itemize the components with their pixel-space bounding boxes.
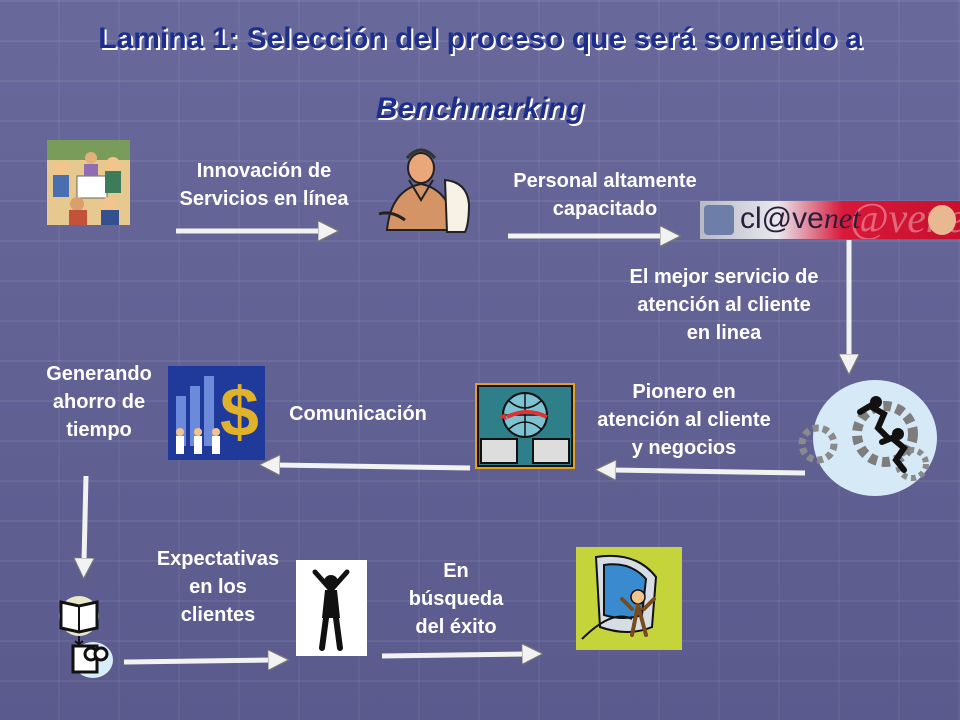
money-icon: $ <box>168 366 265 460</box>
label-pionero-line-2: atención al cliente <box>597 409 771 431</box>
svg-text:$: $ <box>220 373 259 451</box>
label-generando-line-2: ahorro de <box>52 391 146 413</box>
label-mejor-servicio-line-3: en linea <box>686 322 762 344</box>
label-pionero: Pionero en atención al cliente y negocio… <box>568 378 800 462</box>
slide-title-line-2: Benchmarking <box>375 92 585 125</box>
arrow-5 <box>276 465 471 468</box>
person-icon <box>296 560 367 656</box>
label-busqueda-line-2: búsqueda <box>408 588 504 610</box>
arrow-8 <box>381 654 526 656</box>
operator-icon <box>369 140 474 235</box>
success-icon <box>576 547 682 650</box>
label-busqueda-line-1: En <box>443 560 469 582</box>
label-mejor-servicio: El mejor servicio de atención al cliente… <box>594 263 854 347</box>
logo-wordmark: cl@venet <box>740 202 860 236</box>
label-personal: Personal altamente capacitado <box>480 167 730 223</box>
label-busqueda: En búsqueda del éxito <box>386 557 526 641</box>
book-icon <box>57 590 115 680</box>
arrow-7 <box>123 660 272 662</box>
clavenet-logo-icon: @venet cl@venet <box>700 201 960 239</box>
gears-icon <box>790 372 940 502</box>
label-innovacion: Innovación de Servicios en línea <box>148 157 380 213</box>
label-expectativas: Expectativas en los clientes <box>138 545 298 629</box>
label-comunicacion-line-1: Comunicación <box>289 403 427 425</box>
label-mejor-servicio-line-1: El mejor servicio de <box>629 266 819 288</box>
logo-face-icon <box>928 205 956 235</box>
label-comunicacion: Comunicación <box>262 400 454 428</box>
label-expectativas-line-1: Expectativas <box>156 548 280 570</box>
logo-photo-icon <box>704 205 734 235</box>
label-pionero-line-3: y negocios <box>631 437 737 459</box>
label-personal-line-2: capacitado <box>552 198 658 220</box>
arrow-4 <box>612 470 806 473</box>
slide-title-line-1: Lamina 1: Selección del proceso que será… <box>98 22 862 55</box>
label-innovacion-line-2: Servicios en línea <box>179 188 349 210</box>
network-icon <box>475 383 575 469</box>
meeting-icon <box>47 140 130 225</box>
label-generando-line-1: Generando <box>46 363 152 385</box>
label-personal-line-1: Personal altamente <box>513 170 697 192</box>
label-generando: Generando ahorro de tiempo <box>24 360 174 444</box>
label-expectativas-line-3: clientes <box>180 604 256 626</box>
logo-suffix-text: net <box>823 202 861 235</box>
label-busqueda-line-3: del éxito <box>415 616 497 638</box>
logo-main-text: cl@ve <box>740 202 824 235</box>
label-innovacion-line-1: Innovación de <box>196 160 332 182</box>
label-expectativas-line-2: en los <box>189 576 247 598</box>
label-mejor-servicio-line-2: atención al cliente <box>637 294 811 316</box>
arrow-6 <box>84 475 86 562</box>
label-pionero-line-1: Pionero en <box>632 381 736 403</box>
label-generando-line-3: tiempo <box>66 419 132 441</box>
